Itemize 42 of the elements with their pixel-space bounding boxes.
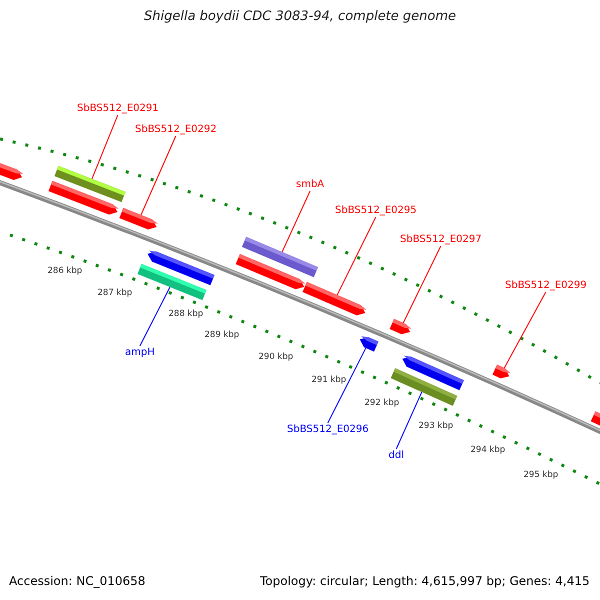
genome-info-text: Topology: circular; Length: 4,615,997 bp; Genes: 4,415 (260, 575, 590, 588)
leader-line (139, 286, 170, 346)
gene-label: SbBS512_E0295 (335, 205, 417, 216)
gene-label: SbBS512_E0297 (400, 234, 482, 245)
tick-label: 290 kbp (258, 353, 294, 362)
tick-label: 291 kbp (312, 376, 346, 386)
gene-feature (48, 180, 119, 215)
gene-feature (302, 282, 367, 316)
leader-line (396, 392, 422, 450)
gene-label: SbBS512_E0292 (135, 124, 217, 135)
gene-feature (148, 250, 214, 286)
tick-label: 294 kbp (470, 446, 506, 456)
tick-label: 295 kbp (524, 471, 558, 480)
gene-feature (0, 162, 24, 180)
leader-line (282, 190, 311, 252)
gene-feature (390, 318, 412, 334)
gene-label: ddl (388, 450, 404, 461)
gene-label: SbBS512_E0299 (505, 280, 587, 291)
accession-text: Accession: NC_010658 (9, 575, 146, 588)
gene-feature (492, 364, 511, 378)
tick-label: 287 kbp (98, 289, 132, 298)
leader-line (402, 246, 442, 324)
gene-feature (360, 336, 378, 352)
gene-label: ampH (125, 347, 155, 358)
tick-label: 293 kbp (418, 422, 454, 432)
gene-label: SbBS512_E0291 (77, 103, 159, 114)
leader-line (336, 216, 376, 296)
tick-label: 292 kbp (364, 399, 400, 408)
gene-label: smbA (296, 179, 324, 190)
tick-label: 286 kbp (48, 267, 82, 276)
leader-line (327, 348, 366, 424)
leader-line (140, 136, 176, 216)
title: Shigella boydii CDC 3083-94, complete genome (144, 10, 456, 24)
leader-line (504, 292, 546, 368)
gene-feature (236, 254, 306, 290)
tick-label: 288 kbp (168, 310, 204, 320)
gene-feature (402, 356, 464, 390)
tick-label: 289 kbp (204, 331, 240, 340)
leader-line (92, 114, 118, 180)
gene-label: SbBS512_E0296 (287, 424, 369, 435)
gene-feature (590, 411, 600, 428)
gene-feature (119, 208, 158, 230)
